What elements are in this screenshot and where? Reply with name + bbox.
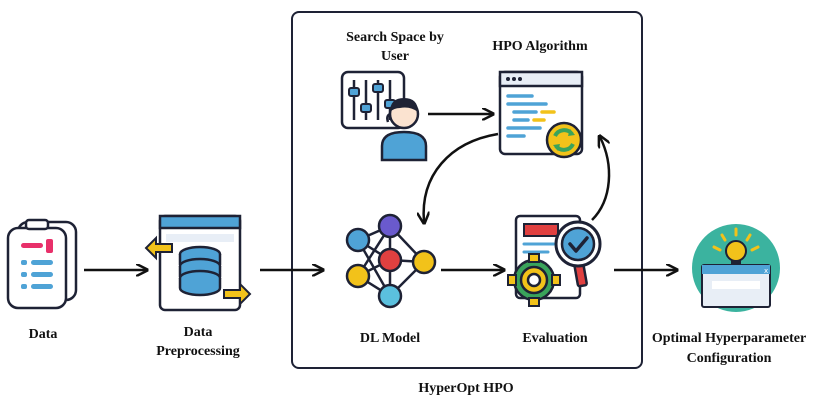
- database-transfer-icon: [144, 214, 252, 312]
- report-gear-magnifier-icon: [507, 214, 602, 307]
- hyperopt-container: [291, 11, 643, 369]
- code-window-refresh-icon: [498, 70, 584, 159]
- hyperopt-container-label: HyperOpt HPO: [418, 381, 514, 396]
- hpo-algorithm-label: HPO Algorithm: [492, 39, 588, 54]
- data-preprocessing-label-line2: Preprocessing: [156, 344, 240, 359]
- search-space-label-line2: User: [381, 49, 409, 64]
- neural-network-icon: [345, 213, 437, 309]
- document-stack-icon: [6, 218, 78, 310]
- evaluation-label: Evaluation: [522, 331, 588, 346]
- user-sliders-icon: [340, 70, 428, 162]
- lightbulb-window-icon: x: [692, 224, 780, 312]
- arrow-evaluation-to-hpo: [591, 137, 611, 221]
- optimal-label-line1: Optimal Hyperparameter: [651, 331, 807, 346]
- data-label: Data: [28, 327, 58, 342]
- svg-text:x: x: [764, 267, 768, 275]
- arrow-hpo-to-model: [424, 132, 499, 222]
- search-space-label-line1: Search Space by: [346, 30, 444, 45]
- optimal-label-line2: Configuration: [686, 351, 772, 366]
- data-preprocessing-label-line1: Data: [183, 325, 213, 340]
- dl-model-label: DL Model: [359, 331, 421, 346]
